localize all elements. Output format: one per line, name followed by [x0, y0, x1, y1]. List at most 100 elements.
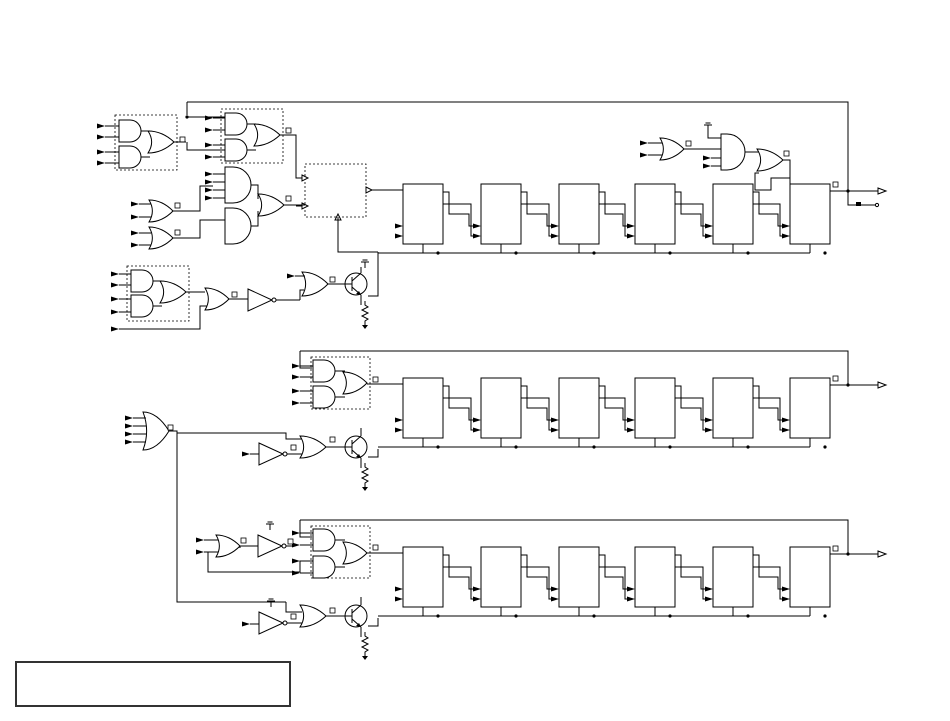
- label-box: [288, 539, 293, 544]
- or-gate: [300, 605, 326, 627]
- input-arrow: [395, 418, 403, 423]
- flip-flop-stage: [481, 547, 521, 607]
- input-arrow: [111, 272, 119, 277]
- and-gate: [119, 146, 141, 168]
- input-arrow: [395, 234, 403, 239]
- input-arrow: [473, 597, 481, 602]
- input-arrow: [703, 156, 711, 161]
- input-arrow: [292, 375, 300, 380]
- title-block: [15, 661, 291, 707]
- input-arrow: [125, 432, 133, 437]
- input-arrow: [395, 224, 403, 229]
- label-box: [330, 277, 335, 282]
- flip-flop-stage: [403, 378, 443, 438]
- or-gate: [160, 281, 186, 303]
- input-arrow: [97, 135, 105, 140]
- wire: [361, 260, 369, 268]
- input-arrow: [131, 215, 139, 220]
- inverter-bubble: [283, 621, 287, 625]
- flip-flop-stage: [635, 378, 675, 438]
- or-gate: [343, 542, 367, 564]
- and-gate: [225, 208, 251, 244]
- input-arrow: [627, 428, 635, 433]
- dotted-subcircuit-box: [305, 164, 366, 217]
- inverter-bubble: [282, 544, 286, 548]
- or-gate: [148, 131, 174, 153]
- input-arrow: [205, 116, 213, 121]
- input-arrow: [395, 597, 403, 602]
- input-arrow: [473, 234, 481, 239]
- terminal: [875, 203, 878, 206]
- wire: [848, 191, 856, 205]
- input-arrow: [782, 418, 790, 423]
- input-arrow: [627, 234, 635, 239]
- label-box: [330, 437, 335, 442]
- and-gate: [131, 295, 153, 317]
- input-arrow: [551, 234, 559, 239]
- wire: [362, 632, 368, 656]
- input-arrow: [782, 597, 790, 602]
- flip-flop-stage: [635, 547, 675, 607]
- input-arrow: [473, 428, 481, 433]
- label-box: [373, 377, 378, 382]
- wire: [169, 431, 302, 602]
- wire: [521, 555, 551, 589]
- input-arrow: [242, 622, 250, 627]
- flip-flop-stage: [713, 184, 753, 244]
- input-arrow: [782, 224, 790, 229]
- wire: [753, 555, 782, 589]
- wire: [675, 386, 705, 420]
- and-gate: [131, 270, 153, 292]
- wire: [443, 192, 473, 226]
- flip-flop-stage: [481, 378, 521, 438]
- ground-symbol: [362, 325, 368, 329]
- inverter: [248, 289, 272, 311]
- wire: [266, 522, 274, 530]
- or-gate: [149, 227, 173, 249]
- input-arrow: [705, 428, 713, 433]
- input-arrow: [242, 452, 250, 457]
- or-gate: [205, 288, 229, 310]
- input-arrow: [205, 172, 213, 177]
- label-box: [180, 137, 185, 142]
- label-box: [833, 182, 838, 187]
- input-arrow: [782, 428, 790, 433]
- input-arrow: [111, 283, 119, 288]
- input-arrow: [125, 416, 133, 421]
- flip-flop-stage: [559, 547, 599, 607]
- input-arrow: [627, 597, 635, 602]
- input-arrow: [205, 128, 213, 133]
- label-box: [291, 445, 296, 450]
- or-gate: [302, 272, 328, 296]
- junction-dot: [823, 445, 826, 448]
- flip-flop-stage: [713, 547, 753, 607]
- wire: [187, 102, 848, 190]
- wire: [708, 131, 721, 138]
- wire: [521, 192, 551, 226]
- output-arrow: [878, 551, 886, 557]
- wire: [296, 178, 305, 206]
- input-arrow: [292, 389, 300, 394]
- and-gate: [225, 139, 247, 161]
- flip-flop-stage: [403, 184, 443, 244]
- wire: [599, 192, 627, 226]
- wire: [753, 386, 782, 420]
- input-arrow: [205, 155, 213, 160]
- flip-flop-stage: [403, 547, 443, 607]
- wire: [280, 135, 305, 178]
- and-gate: [721, 134, 745, 170]
- wire: [599, 555, 627, 589]
- input-arrow: [627, 224, 635, 229]
- ground-symbol: [362, 487, 368, 491]
- inverter-bubble: [272, 298, 276, 302]
- input-arrow: [551, 587, 559, 592]
- flip-flop-stage: [559, 378, 599, 438]
- label-box: [232, 292, 237, 297]
- label-box: [175, 230, 180, 235]
- wire: [711, 158, 721, 166]
- input-arrow: [125, 440, 133, 445]
- and-gate: [313, 360, 335, 382]
- flip-flop-stage: [559, 184, 599, 244]
- input-arrow: [196, 550, 204, 555]
